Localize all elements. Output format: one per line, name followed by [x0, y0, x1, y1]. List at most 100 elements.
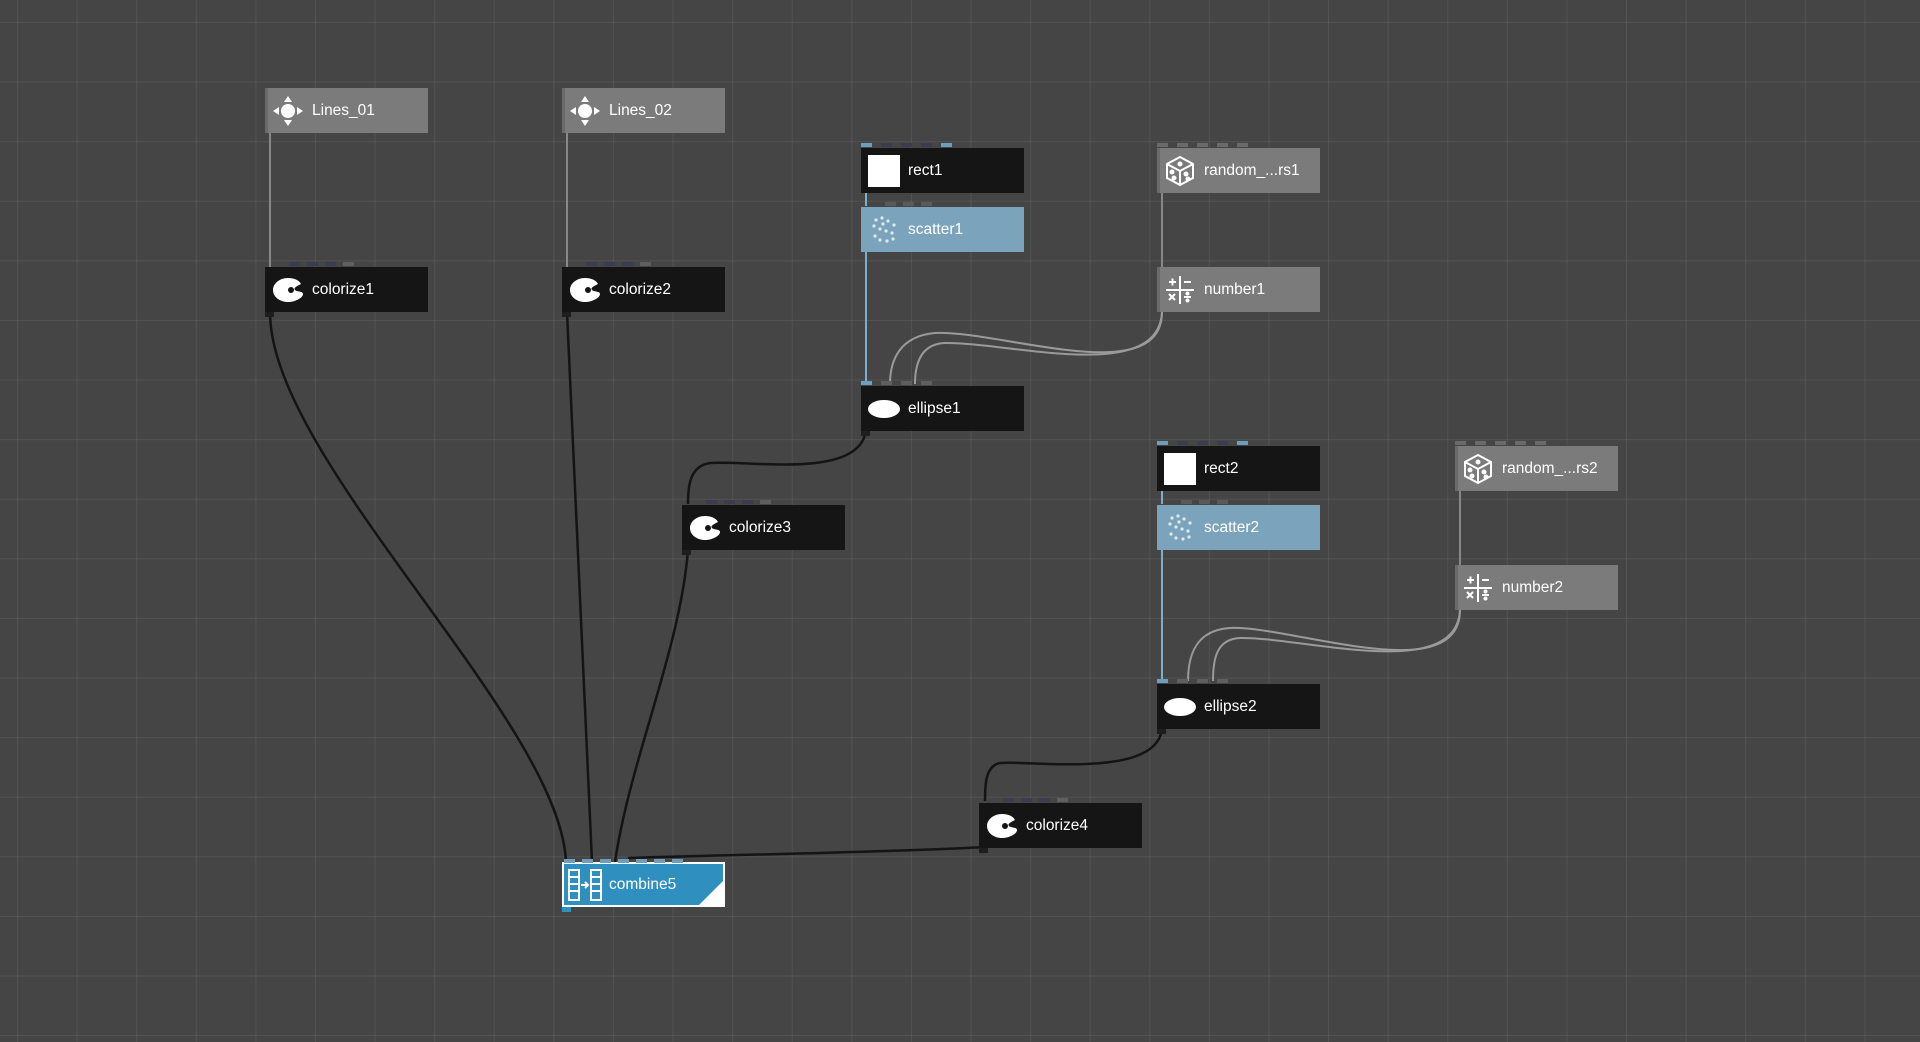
input-port[interactable] [1535, 441, 1546, 445]
input-port[interactable] [1039, 798, 1050, 802]
output-port[interactable] [979, 848, 988, 853]
input-port[interactable] [921, 202, 932, 206]
input-port[interactable] [640, 262, 651, 266]
input-port[interactable] [921, 381, 932, 385]
palette-icon [566, 271, 603, 308]
input-port[interactable] [1237, 143, 1248, 147]
input-port[interactable] [636, 859, 647, 863]
node-colorize3[interactable]: colorize3 [682, 500, 845, 555]
node-ellipse2[interactable]: ellipse2 [1157, 679, 1320, 734]
input-port[interactable] [654, 859, 665, 863]
node-random1[interactable]: random_...rs1 [1157, 143, 1320, 193]
input-port[interactable] [901, 143, 912, 147]
node-label: combine5 [609, 876, 677, 893]
input-port[interactable] [885, 202, 896, 206]
input-port[interactable] [760, 500, 771, 504]
input-port[interactable] [1197, 143, 1208, 147]
square-icon [865, 152, 902, 189]
input-port[interactable] [881, 381, 892, 385]
node-colorize4[interactable]: colorize4 [979, 798, 1142, 853]
input-port[interactable] [1177, 679, 1188, 683]
node-side-bar [1157, 267, 1160, 312]
input-port[interactable] [289, 262, 300, 266]
output-port[interactable] [861, 431, 870, 436]
node-ellipse1[interactable]: ellipse1 [861, 381, 1024, 436]
node-colorize2[interactable]: colorize2 [562, 262, 725, 317]
input-port[interactable] [1217, 441, 1228, 445]
output-port[interactable] [265, 312, 274, 317]
node-label: ellipse1 [908, 400, 961, 417]
math-operators-icon [1161, 271, 1198, 308]
dice-icon [1161, 152, 1198, 189]
input-port[interactable] [618, 859, 629, 863]
input-port[interactable] [881, 143, 892, 147]
node-number1[interactable]: number1 [1157, 267, 1320, 312]
input-port[interactable] [1197, 679, 1208, 683]
input-port[interactable] [742, 500, 753, 504]
input-port[interactable] [343, 262, 354, 266]
node-scatter1[interactable]: scatter1 [861, 202, 1024, 252]
node-label: colorize1 [312, 281, 375, 298]
input-port[interactable] [1217, 143, 1228, 147]
input-port[interactable] [724, 500, 735, 504]
node-lines02[interactable]: Lines_02 [562, 88, 725, 133]
input-port[interactable] [1177, 441, 1188, 445]
input-port[interactable] [1021, 798, 1032, 802]
input-port[interactable] [1157, 441, 1168, 445]
input-port[interactable] [1057, 798, 1068, 802]
output-port[interactable] [682, 550, 691, 555]
input-port[interactable] [1181, 500, 1192, 504]
node-side-bar [1455, 446, 1458, 491]
input-port[interactable] [1157, 679, 1168, 683]
input-port[interactable] [1199, 500, 1210, 504]
input-port[interactable] [582, 859, 593, 863]
input-port[interactable] [586, 262, 597, 266]
input-port[interactable] [1217, 679, 1228, 683]
input-port[interactable] [1515, 441, 1526, 445]
input-port[interactable] [1455, 441, 1466, 445]
node-lines01[interactable]: Lines_01 [265, 88, 428, 133]
input-port[interactable] [1475, 441, 1486, 445]
node-colorize1[interactable]: colorize1 [265, 262, 428, 317]
input-port[interactable] [1237, 441, 1248, 445]
input-port[interactable] [861, 381, 872, 385]
ellipse-icon [1161, 688, 1198, 725]
palette-icon [686, 509, 723, 546]
node-label: number2 [1502, 579, 1564, 596]
node-rect1[interactable]: rect1 [861, 143, 1024, 193]
output-port[interactable] [562, 907, 571, 912]
output-port[interactable] [562, 312, 571, 317]
node-side-bar [265, 88, 268, 133]
input-port[interactable] [672, 859, 683, 863]
input-port[interactable] [622, 262, 633, 266]
input-port[interactable] [1495, 441, 1506, 445]
input-port[interactable] [1157, 143, 1168, 147]
math-operators-icon [1459, 569, 1496, 606]
input-port[interactable] [1197, 441, 1208, 445]
input-port[interactable] [564, 859, 575, 863]
input-port[interactable] [706, 500, 717, 504]
node-side-bar [1455, 565, 1458, 610]
input-port[interactable] [903, 202, 914, 206]
input-port[interactable] [941, 143, 952, 147]
input-port[interactable] [1217, 500, 1228, 504]
input-port[interactable] [307, 262, 318, 266]
input-port[interactable] [600, 859, 611, 863]
input-port[interactable] [901, 381, 912, 385]
input-port[interactable] [1177, 143, 1188, 147]
node-combine5[interactable]: combine5 [562, 859, 725, 912]
input-port[interactable] [325, 262, 336, 266]
input-port[interactable] [1003, 798, 1014, 802]
input-port[interactable] [861, 143, 872, 147]
node-rect2[interactable]: rect2 [1157, 441, 1320, 491]
input-port[interactable] [604, 262, 615, 266]
wire-colorize4-combine5 [627, 845, 986, 860]
input-port[interactable] [921, 143, 932, 147]
output-port[interactable] [1157, 729, 1166, 734]
node-label: random_...rs2 [1502, 460, 1598, 477]
node-scatter2[interactable]: scatter2 [1157, 500, 1320, 550]
node-number2[interactable]: number2 [1455, 565, 1618, 610]
node-random2[interactable]: random_...rs2 [1455, 441, 1618, 491]
